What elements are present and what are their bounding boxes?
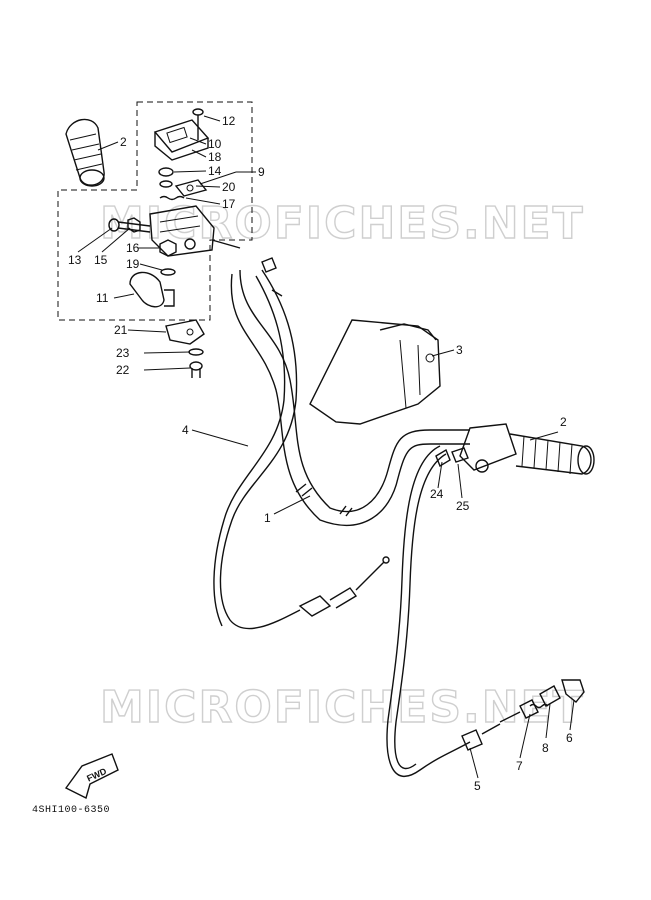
boot-6 bbox=[561, 679, 585, 703]
callout-2-right: 2 bbox=[560, 415, 567, 429]
switch-housing bbox=[149, 205, 241, 257]
callout-3: 3 bbox=[456, 343, 463, 357]
nut-washer bbox=[158, 167, 208, 197]
cap-8 bbox=[539, 685, 561, 707]
callout-24: 24 bbox=[430, 487, 444, 501]
callout-15: 15 bbox=[94, 253, 108, 267]
watermark-bottom: MICROFICHES.NET bbox=[100, 682, 585, 733]
callout-2-left: 2 bbox=[120, 135, 127, 149]
callout-21: 21 bbox=[114, 323, 128, 337]
bolt-22 bbox=[189, 361, 203, 378]
callout-5: 5 bbox=[474, 779, 481, 793]
fwd-arrow: FWD bbox=[64, 753, 119, 800]
callout-25: 25 bbox=[456, 499, 470, 513]
callout-6: 6 bbox=[566, 731, 573, 745]
right-grip bbox=[435, 423, 595, 475]
callout-18: 18 bbox=[208, 150, 222, 164]
bolt-13-15 bbox=[108, 217, 151, 233]
callout-14: 14 bbox=[208, 164, 222, 178]
handlebar-cover bbox=[309, 319, 441, 425]
callout-22: 22 bbox=[116, 363, 130, 377]
spring-17 bbox=[159, 195, 185, 201]
callout-7: 7 bbox=[516, 759, 523, 773]
diagram-code: 4SHI100-6350 bbox=[32, 805, 110, 816]
callout-4: 4 bbox=[182, 423, 189, 437]
cable-4 bbox=[213, 257, 390, 630]
callout-20: 20 bbox=[222, 180, 236, 194]
leader-lines bbox=[77, 115, 575, 779]
assembly-dashed-box bbox=[57, 101, 253, 321]
callout-9: 9 bbox=[258, 165, 265, 179]
bracket-21 bbox=[165, 319, 205, 345]
callout-19: 19 bbox=[126, 257, 140, 271]
watermark-top: MICROFICHES.NET bbox=[100, 198, 585, 249]
callout-8: 8 bbox=[542, 741, 549, 755]
switch-cover bbox=[153, 119, 210, 161]
screw-12 bbox=[192, 108, 204, 140]
nut-16-washer-19 bbox=[159, 239, 177, 276]
callout-17: 17 bbox=[222, 197, 236, 211]
callout-11: 11 bbox=[96, 291, 109, 305]
throttle-lever-11 bbox=[129, 271, 175, 308]
callout-10: 10 bbox=[208, 137, 222, 151]
callout-16: 16 bbox=[126, 241, 140, 255]
callout-12: 12 bbox=[222, 114, 236, 128]
washer-23 bbox=[188, 348, 204, 356]
callout-23: 23 bbox=[116, 346, 130, 360]
callout-1: 1 bbox=[264, 511, 271, 525]
cable-5 bbox=[386, 445, 539, 777]
handlebar bbox=[230, 269, 470, 526]
callout-13: 13 bbox=[68, 253, 82, 267]
left-grip bbox=[65, 118, 105, 187]
